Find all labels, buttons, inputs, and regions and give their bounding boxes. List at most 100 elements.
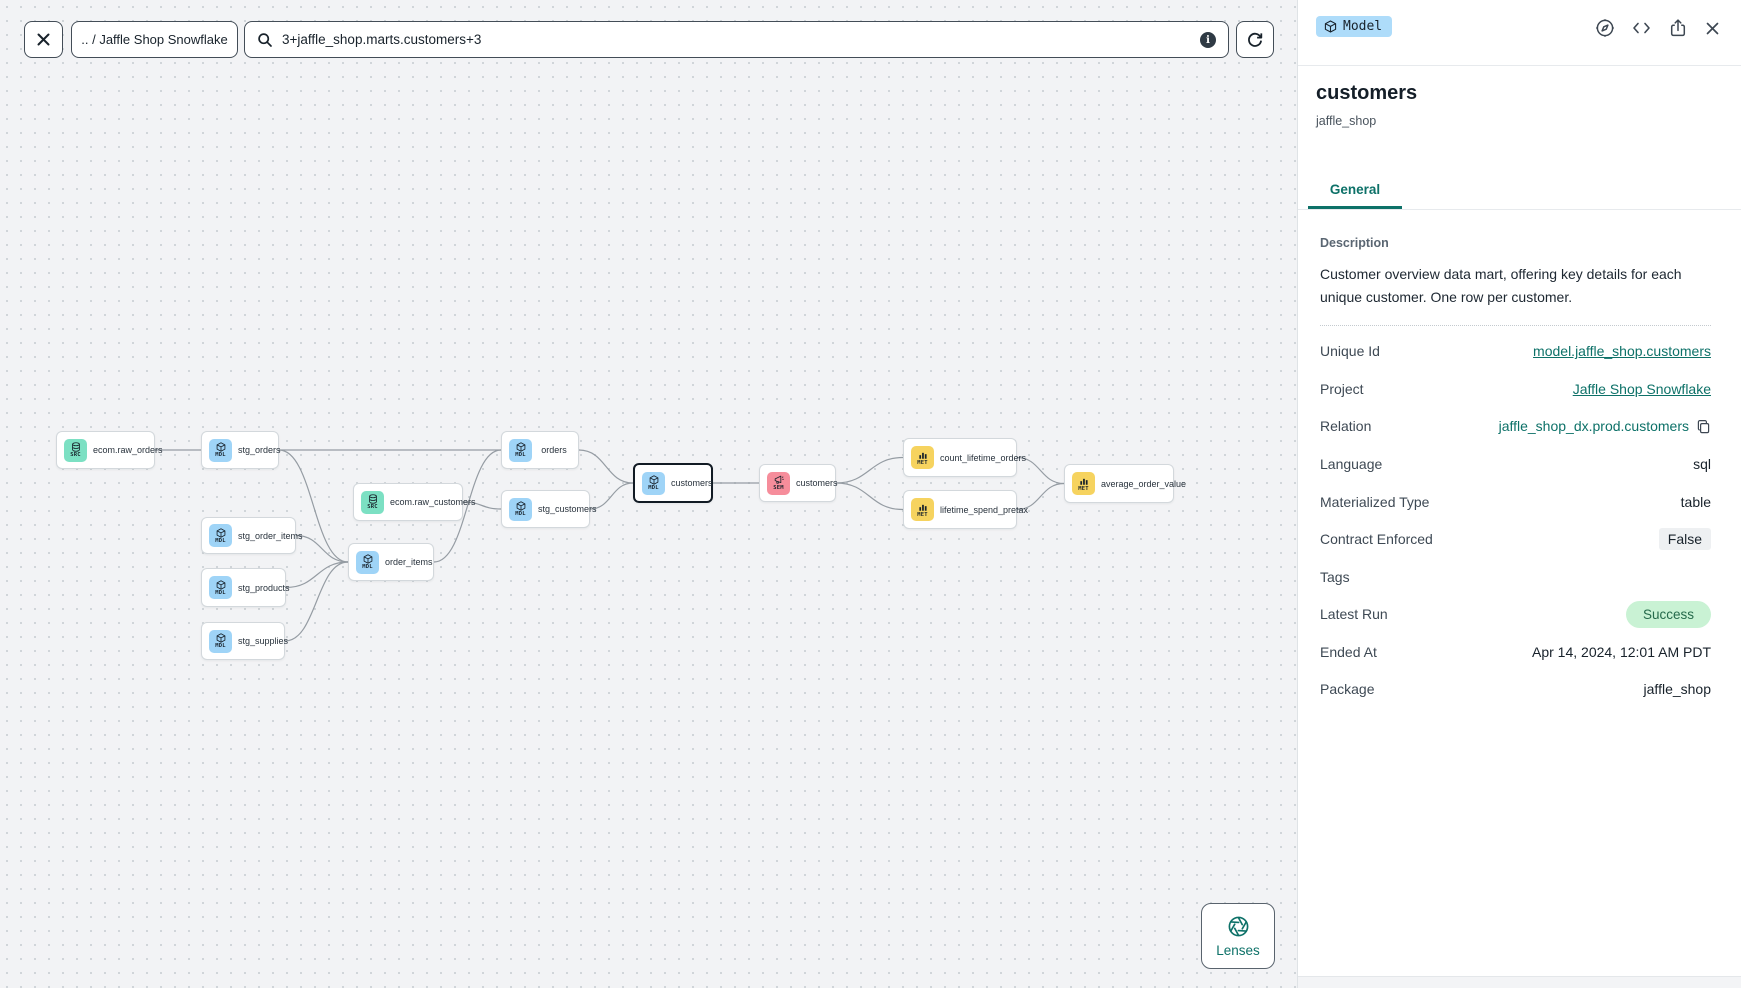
field-value-unique-id-link[interactable]: model.jaffle_shop.customers xyxy=(1533,343,1711,360)
model-cube-icon: MDL xyxy=(642,471,665,495)
field-value-relation: jaffle_shop_dx.prod.customers xyxy=(1499,418,1711,434)
graph-node-count_lifetime_orders[interactable]: MET count_lifetime_orders xyxy=(903,438,1026,477)
model-cube-icon: MDL xyxy=(209,524,232,547)
lenses-aperture-icon xyxy=(1228,916,1248,936)
graph-node-ecom-raw_orders[interactable]: SRC ecom.raw_orders xyxy=(56,431,163,469)
close-panel-button[interactable] xyxy=(1704,20,1721,37)
metric-chart-icon: MET xyxy=(911,498,934,521)
field-row-package: Package jaffle_shop xyxy=(1320,671,1711,709)
lineage-edges xyxy=(155,449,1065,642)
graph-node-label: customers xyxy=(796,478,838,488)
close-lineage-button[interactable] xyxy=(24,21,63,58)
field-label-relation: Relation xyxy=(1320,418,1372,435)
edge-sem-customers-to-lifetime_spend_pretax xyxy=(835,482,904,511)
edge-stg_products-to-order_items xyxy=(285,561,349,589)
graph-node-label: stg_supplies xyxy=(238,636,289,646)
panel-subtitle: jaffle_shop xyxy=(1316,114,1377,128)
edge-sem-customers-to-count_lifetime_orders xyxy=(835,456,904,484)
model-cube-icon: MDL xyxy=(356,550,379,574)
field-label-package: Package xyxy=(1320,681,1375,698)
lenses-button[interactable]: Lenses xyxy=(1201,903,1275,969)
graph-node-stg_order_items[interactable]: MDL stg_order_items xyxy=(201,517,303,554)
graph-node-sem-customers[interactable]: SEM customers xyxy=(759,464,838,502)
field-label-materialized-type: Materialized Type xyxy=(1320,493,1430,510)
field-label-language: Language xyxy=(1320,455,1383,472)
field-value-package: jaffle_shop xyxy=(1643,681,1711,698)
metric-chart-icon: MET xyxy=(911,446,934,469)
field-label-unique-id: Unique Id xyxy=(1320,343,1380,360)
resource-type-label: Model xyxy=(1343,19,1383,34)
description-label: Description xyxy=(1320,236,1389,250)
graph-node-label: ecom.raw_orders xyxy=(93,445,163,455)
close-icon xyxy=(37,33,50,46)
semantic-model-megaphone-icon: SEM xyxy=(767,471,790,495)
breadcrumb[interactable]: .. / Jaffle Shop Snowflake xyxy=(71,21,238,58)
resource-type-badge: Model xyxy=(1316,16,1393,37)
view-code-button[interactable] xyxy=(1631,18,1652,38)
edge-stg_customers-to-customers xyxy=(589,482,634,510)
model-cube-icon: MDL xyxy=(209,576,232,599)
field-label-contract-enforced: Contract Enforced xyxy=(1320,531,1433,548)
field-row-language: Language sql xyxy=(1320,445,1711,483)
edge-lifetime_spend_pretax-to-average_order_value xyxy=(1016,482,1065,511)
source-database-icon: SRC xyxy=(361,490,384,514)
field-label-latest-run: Latest Run xyxy=(1320,606,1388,623)
details-panel: Model xyxy=(1297,0,1741,988)
source-database-icon: SRC xyxy=(64,438,87,462)
field-row-project: Project Jaffle Shop Snowflake xyxy=(1320,370,1711,408)
panel-content: Description Customer overview data mart,… xyxy=(1298,210,1741,708)
graph-node-label: stg_customers xyxy=(538,504,597,514)
panel-footer xyxy=(1298,976,1741,988)
field-value-ended-at: Apr 14, 2024, 12:01 AM PDT xyxy=(1532,643,1711,660)
model-cube-icon xyxy=(1324,20,1337,33)
edge-stg_supplies-to-order_items xyxy=(284,561,349,642)
tab-general[interactable]: General xyxy=(1308,175,1402,209)
lineage-selector-input[interactable] xyxy=(282,32,1191,47)
info-icon[interactable]: i xyxy=(1200,31,1216,48)
graph-node-lifetime_spend_pretax[interactable]: MET lifetime_spend_pretax xyxy=(903,490,1028,529)
model-cube-icon: MDL xyxy=(509,438,532,462)
edge-orders-to-customers xyxy=(578,449,634,484)
search-icon xyxy=(258,32,272,47)
lenses-label: Lenses xyxy=(1216,942,1260,958)
share-icon xyxy=(1670,19,1686,37)
field-value-materialized-type: table xyxy=(1680,493,1711,510)
field-value-project-link[interactable]: Jaffle Shop Snowflake xyxy=(1572,380,1711,397)
description-text: Customer overview data mart, offering ke… xyxy=(1320,266,1682,305)
field-value-contract-enforced: False xyxy=(1658,528,1711,551)
graph-node-customers[interactable]: MDL customers xyxy=(633,463,713,503)
copy-icon[interactable] xyxy=(1696,419,1711,434)
field-row-contract-enforced: Contract Enforced False xyxy=(1320,520,1711,558)
field-label-project: Project xyxy=(1320,380,1364,397)
graph-node-label: count_lifetime_orders xyxy=(940,452,1027,463)
share-button[interactable] xyxy=(1668,18,1688,38)
panel-tabs: General xyxy=(1298,175,1741,210)
code-icon xyxy=(1633,22,1650,34)
panel-title: customers xyxy=(1316,82,1418,104)
edge-stg_order_items-to-order_items xyxy=(295,534,349,563)
graph-node-label: lifetime_spend_pretax xyxy=(940,504,1029,515)
field-row-unique-id: Unique Id model.jaffle_shop.customers xyxy=(1320,332,1711,370)
lineage-search-box[interactable]: i xyxy=(244,21,1229,58)
edge-ecom-raw_customers-to-stg_customers xyxy=(462,501,502,510)
graph-node-label: stg_orders xyxy=(238,445,281,455)
field-value-language: sql xyxy=(1693,455,1711,472)
field-label-tags: Tags xyxy=(1320,568,1350,585)
graph-node-label: stg_order_items xyxy=(238,530,303,541)
field-row-relation: Relation jaffle_shop_dx.prod.customers xyxy=(1320,408,1711,446)
refresh-lineage-button[interactable] xyxy=(1236,21,1274,58)
graph-node-label: customers xyxy=(671,478,713,488)
edge-order_items-to-orders xyxy=(433,449,502,563)
explore-button[interactable] xyxy=(1595,18,1615,38)
